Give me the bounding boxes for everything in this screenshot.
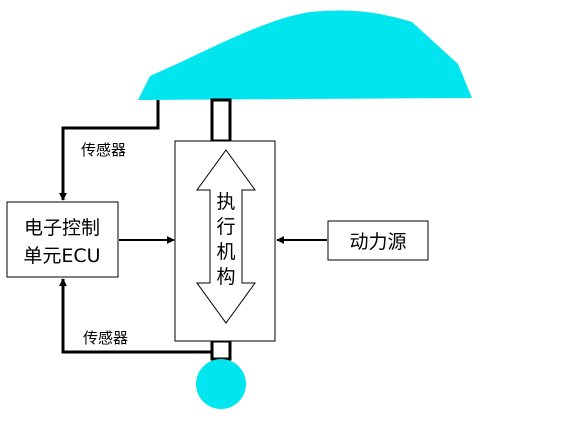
bottom-sensor-line [59, 278, 212, 354]
top-sensor-label: 传感器 [81, 141, 126, 159]
ecu-label-line1: 电子控制 [24, 217, 100, 239]
bottom-sensor-label: 传感器 [83, 329, 128, 347]
upper-body-shape [138, 10, 472, 100]
actuator-char-2: 行 [216, 216, 235, 238]
lower-shaft [210, 339, 232, 361]
power-source-label: 动力源 [349, 231, 406, 253]
power-source-box [327, 220, 429, 261]
bidirectional-arrow-icon [196, 149, 256, 324]
actuator-char-4: 构 [216, 266, 235, 288]
ecu-box [6, 201, 119, 278]
actuator-char-3: 机 [216, 241, 235, 263]
lower-body-circle [196, 359, 246, 409]
upper-shaft [210, 98, 232, 143]
top-sensor-line [59, 100, 160, 201]
actuator-char-1: 执 [216, 191, 235, 213]
ecu-label-line2: 单元ECU [23, 245, 100, 267]
